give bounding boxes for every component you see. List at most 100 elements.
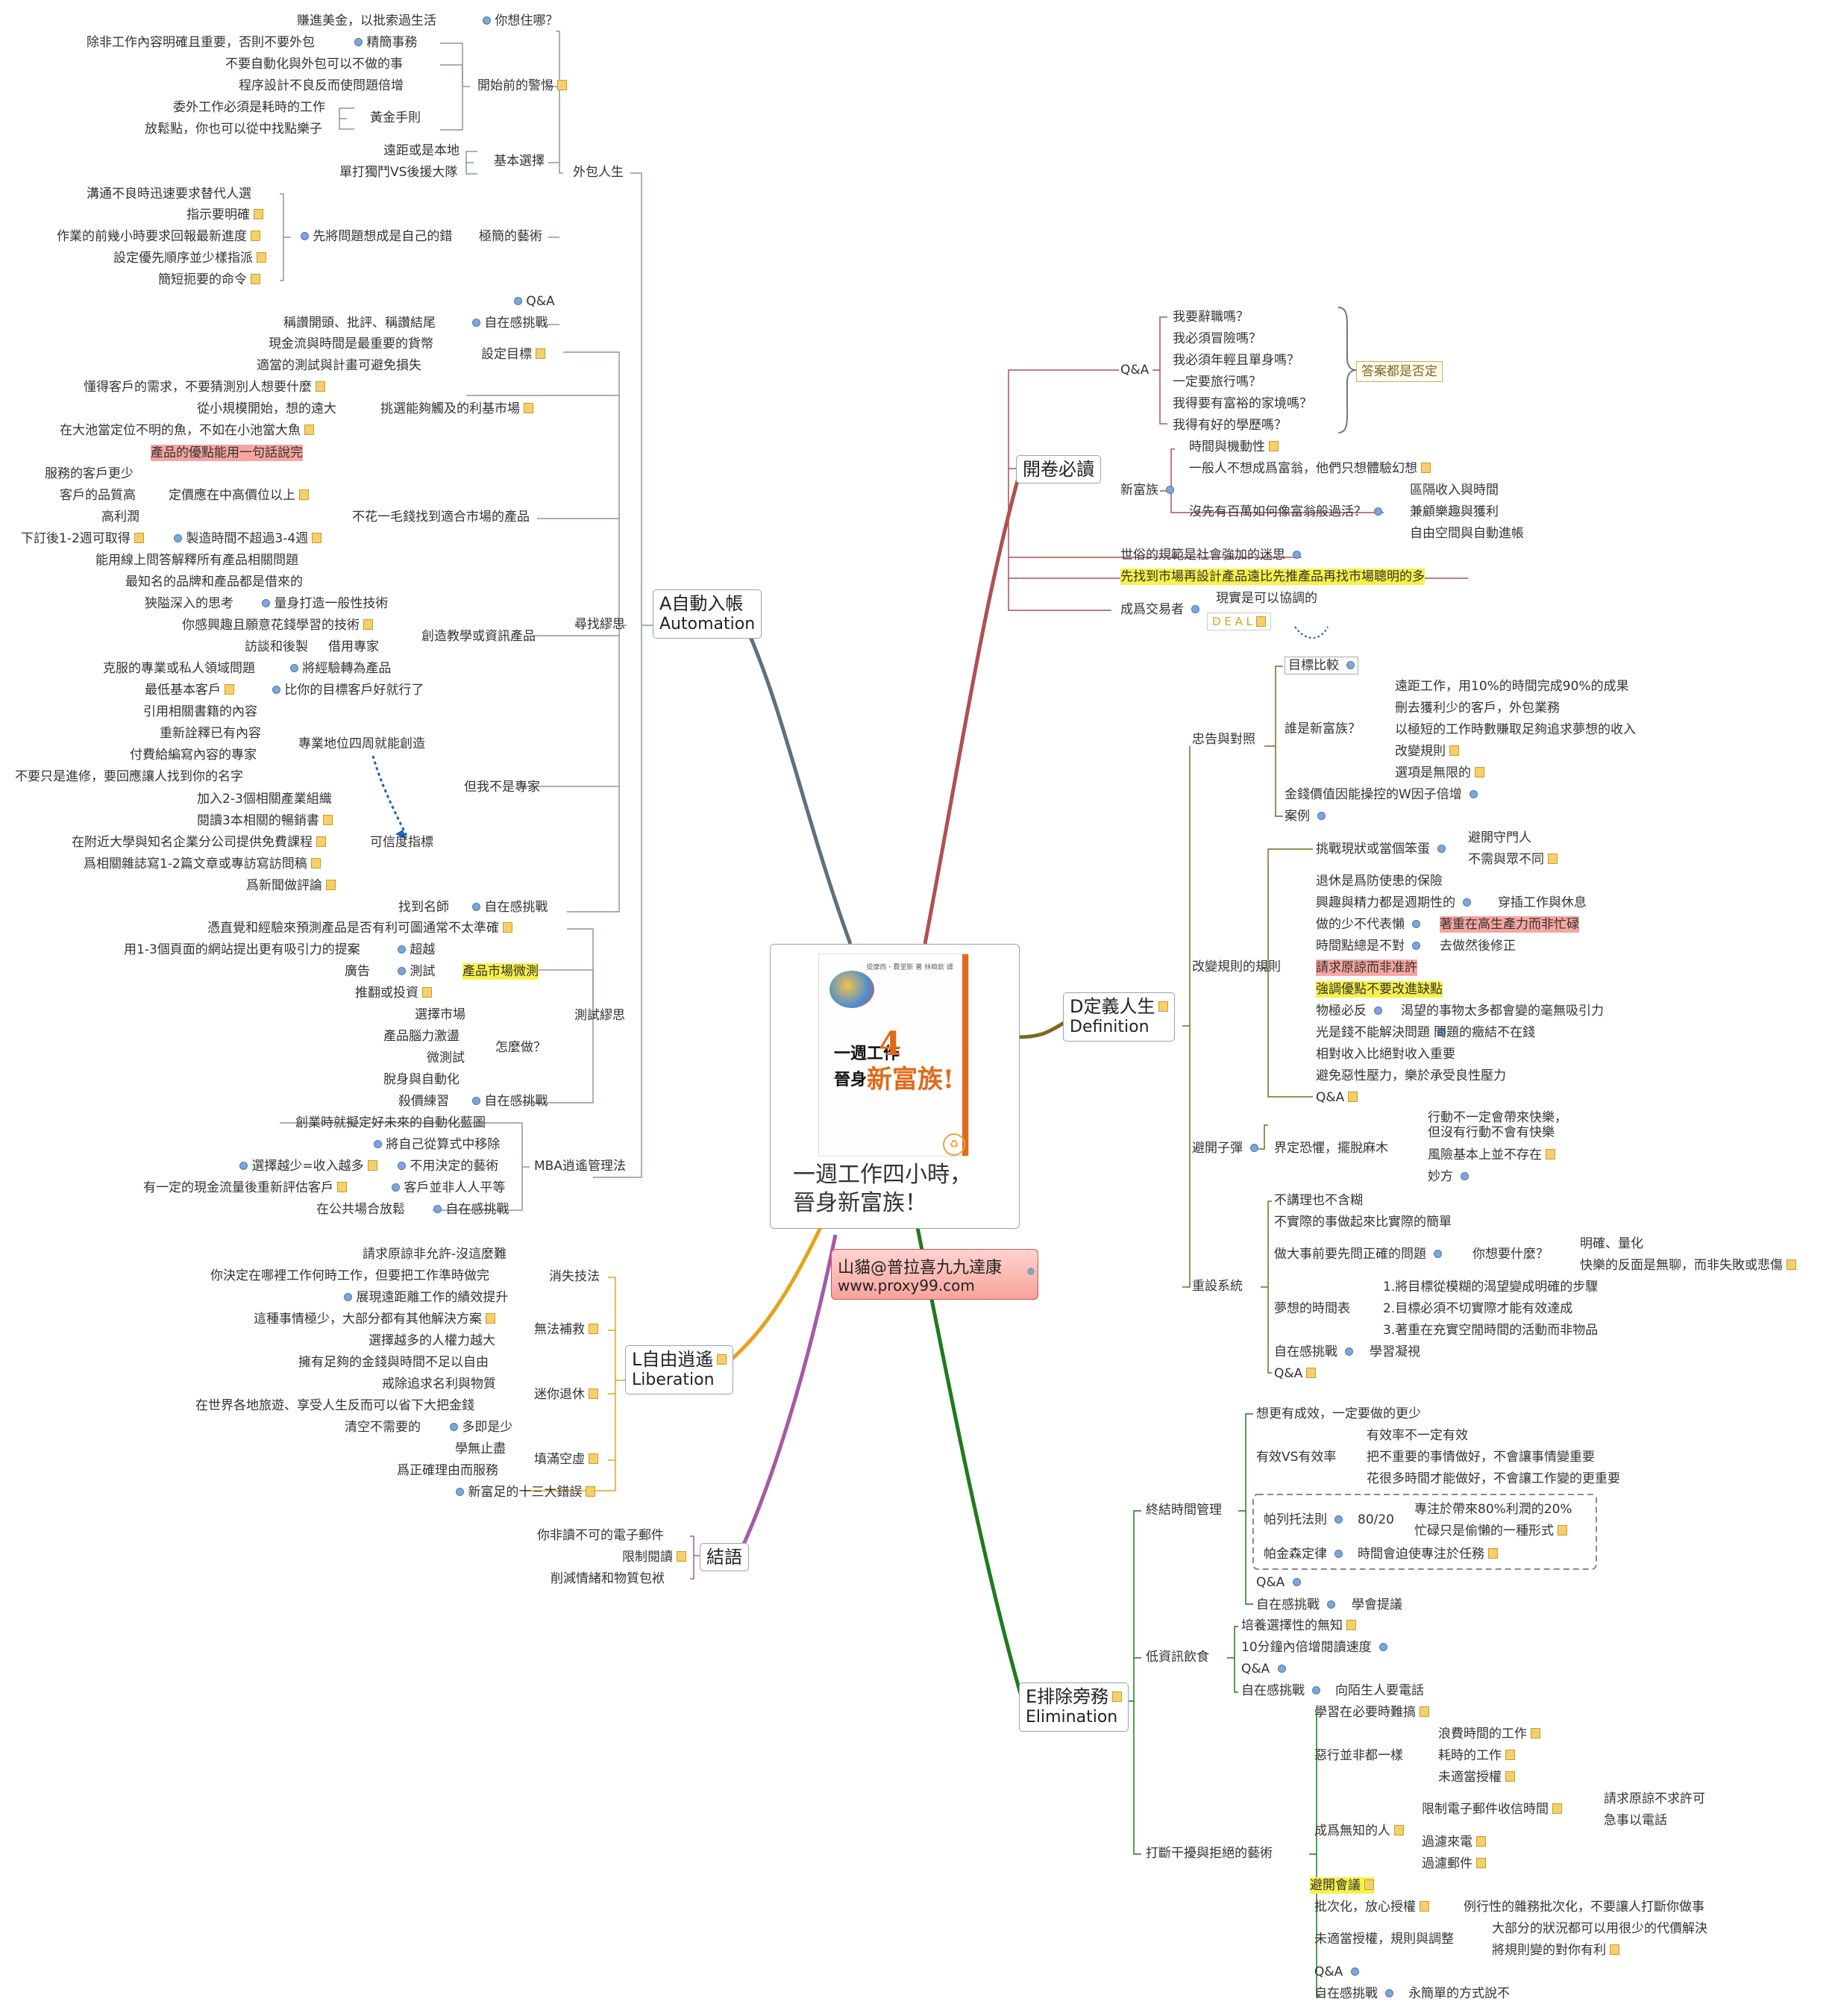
leaf[interactable]: 光是錢不能解決問題 [1316,1024,1446,1041]
leaf[interactable]: 去做然後修正 [1440,939,1516,954]
leaf[interactable]: 不需與眾不同 [1468,851,1558,868]
leaf[interactable]: 改變規則 [1395,743,1459,760]
leaf[interactable]: 選擇越少=收入越多 [236,1158,377,1174]
leaf[interactable]: 程序設計不良反而使問題倍增 [239,78,404,93]
deal-sequence[interactable]: D E A L [1207,613,1271,630]
leaf[interactable]: 我必須冒險嗎？ [1173,331,1261,346]
leaf[interactable]: 在公共場合放鬆 [316,1202,405,1217]
subtopic[interactable]: 但我不是專家 [464,780,540,795]
subtopic[interactable]: 打斷干擾與拒絕的藝術 [1146,1846,1273,1861]
leaf[interactable]: 戒除追求名利與物質 [382,1377,496,1392]
leaf[interactable]: 廣告 [345,964,370,979]
leaf[interactable]: 可信度指標 [370,835,433,850]
leaf[interactable]: 不要自動化與外包可以不做的事 [225,57,403,72]
subtopic[interactable]: Q&A [1120,363,1149,378]
leaf[interactable]: 相對收入比絕對收入重要 [1316,1047,1455,1062]
leaf[interactable]: 自由空間與自動進帳 [1410,526,1524,541]
leaf[interactable]: 有效VS有效率 [1256,1450,1337,1465]
leaf[interactable]: 限制閱讀 [622,1549,686,1565]
subtopic[interactable]: 尋找繆思 [574,617,625,632]
leaf[interactable]: 簡短扼要的命令 [158,272,260,288]
subtopic[interactable]: 低資訊飲食 [1146,1650,1209,1665]
subtopic[interactable]: 怎麼做？ [495,1040,546,1055]
leaf[interactable]: 從小規模開始，想的遠大 [197,401,336,416]
subtopic[interactable]: 重設系統 [1192,1279,1243,1294]
leaf[interactable]: 測試 [394,963,435,980]
leaf[interactable]: 忙碌只是偷懶的一種形式 [1414,1523,1567,1539]
leaf[interactable]: 比你的目標客戶好就行了 [269,682,424,698]
subtopic[interactable]: 你想住哪？ [479,13,558,29]
subtopic[interactable]: MBA逍遙管理法 [534,1159,626,1174]
leaf[interactable]: 不講理也不含糊 [1274,1193,1363,1208]
leaf[interactable]: 超越 [394,942,435,958]
leaf[interactable]: 客戶並非人人平等 [388,1180,505,1196]
leaf[interactable]: 遠距或是本地 [383,143,460,158]
leaf[interactable]: 自在感挑戰 [1314,1985,1394,2002]
subtopic[interactable]: 設定目標 [481,346,545,363]
leaf[interactable]: 憑直覺和經驗來預測產品是否有利可圖通常不太準確 [207,920,512,936]
leaf[interactable]: 加入2-3個相關產業組織 [197,792,332,807]
leaf[interactable]: 克服的專業或私人領域問題 [103,661,255,676]
leaf[interactable]: 在世界各地旅遊、享受人生反而可以省下大把金錢 [195,1398,474,1413]
leaf[interactable]: 一般人不想成爲富翁，他們只想體驗幻想 [1189,460,1431,477]
leaf[interactable]: 脫身與自動化 [383,1072,460,1087]
highlighted-leaf[interactable]: 避開會議 [1310,1877,1374,1894]
highlighted-subtopic[interactable]: 產品市場微測 [462,963,539,980]
leaf[interactable]: 專注於帶來80%利潤的20% [1414,1502,1572,1517]
leaf[interactable]: 明確、量化 [1580,1236,1643,1251]
leaf[interactable]: 懂得客戶的需求，不要猜測別人想要什麼 [84,379,325,395]
leaf[interactable]: 放鬆點，你也可以從中找點樂子 [145,122,322,137]
leaf[interactable]: 金錢價值因能操控的W因子倍增 [1285,786,1478,803]
subtopic[interactable]: 填滿空虛 [534,1451,598,1468]
leaf[interactable]: 未適當授權 [1438,1769,1515,1785]
leaf[interactable]: 夢想的時間表 [1274,1301,1350,1316]
leaf[interactable]: 我必須年輕且單身嗎？ [1173,353,1299,368]
leaf[interactable]: 創業時就擬定好未來的自動化藍圖 [295,1115,486,1130]
leaf[interactable]: 想更有成效，一定要做的更少 [1256,1406,1421,1421]
leaf[interactable]: 你想要什麼？ [1472,1247,1549,1262]
leaf[interactable]: 我得有好的學歷嗎？ [1173,418,1287,433]
subtopic[interactable]: 成爲交易者 [1120,601,1200,618]
leaf[interactable]: 學習凝視 [1370,1344,1420,1359]
leaf[interactable]: 能用線上問答解釋所有產品相關問題 [95,553,298,568]
leaf[interactable]: 清空不需要的 [345,1420,421,1435]
leaf[interactable]: 學會提議 [1352,1597,1402,1612]
leaf[interactable]: 稱讚開頭、批評、稱讚結尾 [283,316,436,331]
subtopic[interactable]: 新富足的十三大錯誤 [452,1484,596,1500]
leaf[interactable]: 永簡單的方式說不 [1408,1986,1510,2001]
leaf[interactable]: 避免惡性壓力，樂於承受良性壓力 [1316,1068,1506,1083]
leaf[interactable]: 做大事前要先問正確的問題 [1274,1246,1443,1262]
leaf[interactable]: 限制電子郵件收信時間 [1422,1801,1562,1818]
leaf[interactable]: 多即是少 [446,1419,512,1436]
leaf[interactable]: 請求原諒非允許-沒這麼難 [363,1247,507,1262]
highlighted-leaf[interactable]: 強調優點不要改進缺點 [1316,981,1443,998]
leaf[interactable]: 溝通不良時迅速要求替代人選 [87,187,251,201]
subtopic[interactable]: 挑選能夠觸及的利基市場 [380,401,533,417]
leaf[interactable]: 付費給編寫內容的專家 [130,748,257,763]
subtopic[interactable]: 改變規則的規則 [1192,960,1281,974]
leaf[interactable]: 閱讀3本相關的暢銷書 [197,813,333,829]
leaf[interactable]: 黃金手則 [370,110,421,125]
subtopic[interactable]: 自在感挑戰 [468,1093,548,1109]
leaf[interactable]: 爲正確理由而服務 [397,1463,498,1478]
leaf[interactable]: 10分鐘內倍增閱讀速度 [1241,1639,1388,1656]
leaf[interactable]: 找到名師 [398,900,449,915]
leaf[interactable]: 最低基本客戶 [145,682,234,698]
leaf[interactable]: 一定要旅行嗎？ [1173,375,1261,389]
leaf[interactable]: 自在感挑戰 [1256,1597,1336,1613]
leaf[interactable]: 定價應在中高價位以上 [169,487,309,504]
subtopic[interactable]: 世俗的規範是社會強加的迷思 [1120,547,1302,563]
subtopic[interactable]: 避開子彈 [1192,1140,1259,1156]
leaf[interactable]: 快樂的反面是無聊，而非失敗或悲傷 [1580,1257,1796,1274]
leaf[interactable]: 高利潤 [101,510,139,525]
leaf[interactable]: 我得要有富裕的家境嗎？ [1173,396,1312,411]
leaf[interactable]: 批次化，放心授權 [1314,1899,1429,1915]
leaf[interactable]: 削減情緒和物質包袱 [551,1571,665,1586]
leaf[interactable]: 區隔收入與時間 [1410,483,1499,498]
leaf[interactable]: 擁有足夠的金錢與時間不足以自由 [298,1355,489,1370]
subtopic[interactable]: Q&A [510,293,555,310]
leaf[interactable]: 自在感挑戰 [1241,1682,1321,1699]
leaf[interactable]: Q&A [1274,1365,1317,1382]
subtopic[interactable]: 測試繆思 [574,1008,625,1023]
